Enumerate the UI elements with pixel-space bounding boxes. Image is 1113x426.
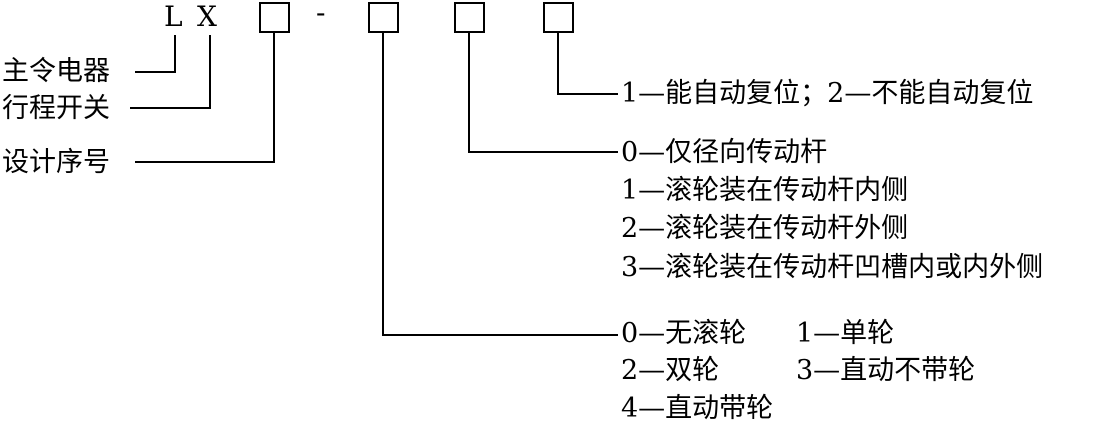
leader-reset-options [557,33,618,95]
code-box-rod [454,2,485,33]
leader-main-controller [135,35,176,73]
leader-roller-options [382,33,618,336]
roller-option-3: 3—直动不带轮 [796,355,976,386]
roller-option-1: 1—单轮 [796,318,895,349]
code-separator: - [316,0,326,29]
roller-option-0: 0—无滚轮 [621,318,747,349]
rod-option-0: 0—仅径向传动杆 [621,137,828,168]
leader-design-number [135,33,275,163]
code-box-roller [368,2,399,33]
reset-options-text: 1—能自动复位；2—不能自动复位 [621,78,1034,109]
label-design-number: 设计序号 [2,147,110,178]
code-letter-l: L [164,0,183,33]
roller-option-2: 2—双轮 [621,355,720,386]
code-box-reset [543,2,574,33]
rod-option-1: 1—滚轮装在传动杆内侧 [621,175,909,206]
label-travel-switch: 行程开关 [2,93,110,124]
roller-option-4: 4—直动带轮 [621,393,774,424]
code-letter-x: X [197,0,217,33]
rod-option-2: 2—滚轮装在传动杆外侧 [621,213,909,244]
leader-travel-switch [130,35,211,109]
leader-rod-options [468,33,618,153]
label-main-controller: 主令电器 [2,56,110,87]
code-box-design [259,2,290,33]
rod-option-3: 3—滚轮装在传动杆凹槽内或内外侧 [621,252,1044,283]
